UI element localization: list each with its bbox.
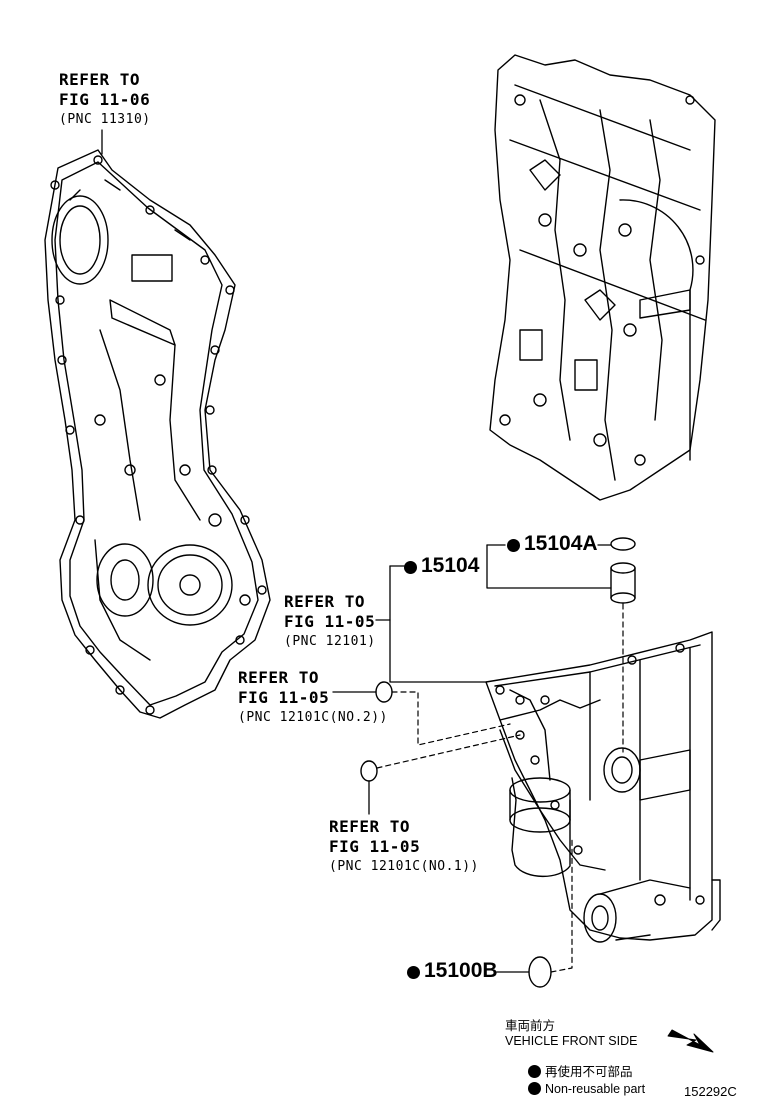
ref-pnc: (PNC 12101C(NO.1)) [329, 859, 479, 874]
ref-line: FIG 11-05 [284, 612, 376, 631]
oil-pan-illustration [485, 631, 721, 943]
ref-label-oring-no1: REFER TO FIG 11-05 (PNC 12101C(NO.1)) [329, 817, 479, 877]
ref-line: FIG 11-05 [329, 837, 421, 856]
legend-nonreuse-en: Non-reusable part [528, 1082, 645, 1096]
legend-dot-icon [528, 1065, 541, 1078]
legend-text: Non-reusable part [545, 1082, 646, 1096]
dashed-lines [376, 603, 624, 973]
part-15100b[interactable]: 15100B [407, 959, 498, 983]
part-number: 15100B [424, 959, 498, 982]
leader-lines [101, 129, 612, 973]
drain-plug-gasket [528, 956, 552, 988]
ref-line: REFER TO [59, 70, 141, 89]
ref-line: REFER TO [284, 592, 366, 611]
vehicle-front-arrow-icon [667, 1029, 714, 1053]
o-ring-no1 [360, 760, 378, 782]
diagram-code: 152292C [684, 1084, 737, 1099]
non-reusable-dot-icon [507, 539, 520, 552]
ref-label-oring-no2: REFER TO FIG 11-05 (PNC 12101C(NO.2)) [238, 668, 388, 728]
legend-direction-jp: 車両前方 [505, 1019, 556, 1033]
ref-line: FIG 11-05 [238, 688, 330, 707]
ref-line: REFER TO [238, 668, 320, 687]
ref-pnc: (PNC 12101) [284, 634, 376, 649]
part-15104[interactable]: 15104 [404, 554, 479, 578]
ref-pnc: (PNC 11310) [59, 112, 151, 127]
part-15104a[interactable]: 15104A [507, 532, 598, 556]
oil-strainer-illustration [610, 537, 636, 604]
ref-pnc: (PNC 12101C(NO.2)) [238, 710, 388, 725]
legend-dot-icon [528, 1082, 541, 1095]
timing-cover-illustration [44, 149, 271, 719]
ref-line: REFER TO [329, 817, 411, 836]
ref-label-timing-cover: REFER TO FIG 11-06 (PNC 11310) [59, 70, 151, 130]
non-reusable-dot-icon [407, 966, 420, 979]
ref-label-block: REFER TO FIG 11-05 (PNC 12101) [284, 592, 376, 652]
part-number: 15104 [421, 554, 480, 577]
engine-block-illustration [489, 54, 716, 501]
non-reusable-dot-icon [404, 561, 417, 574]
ref-line: FIG 11-06 [59, 90, 151, 109]
legend-text: 再使用不可部品 [545, 1065, 633, 1079]
part-number: 15104A [524, 532, 598, 555]
legend-nonreuse-jp: 再使用不可部品 [528, 1061, 633, 1080]
legend-direction-en: VEHICLE FRONT SIDE [505, 1034, 638, 1048]
